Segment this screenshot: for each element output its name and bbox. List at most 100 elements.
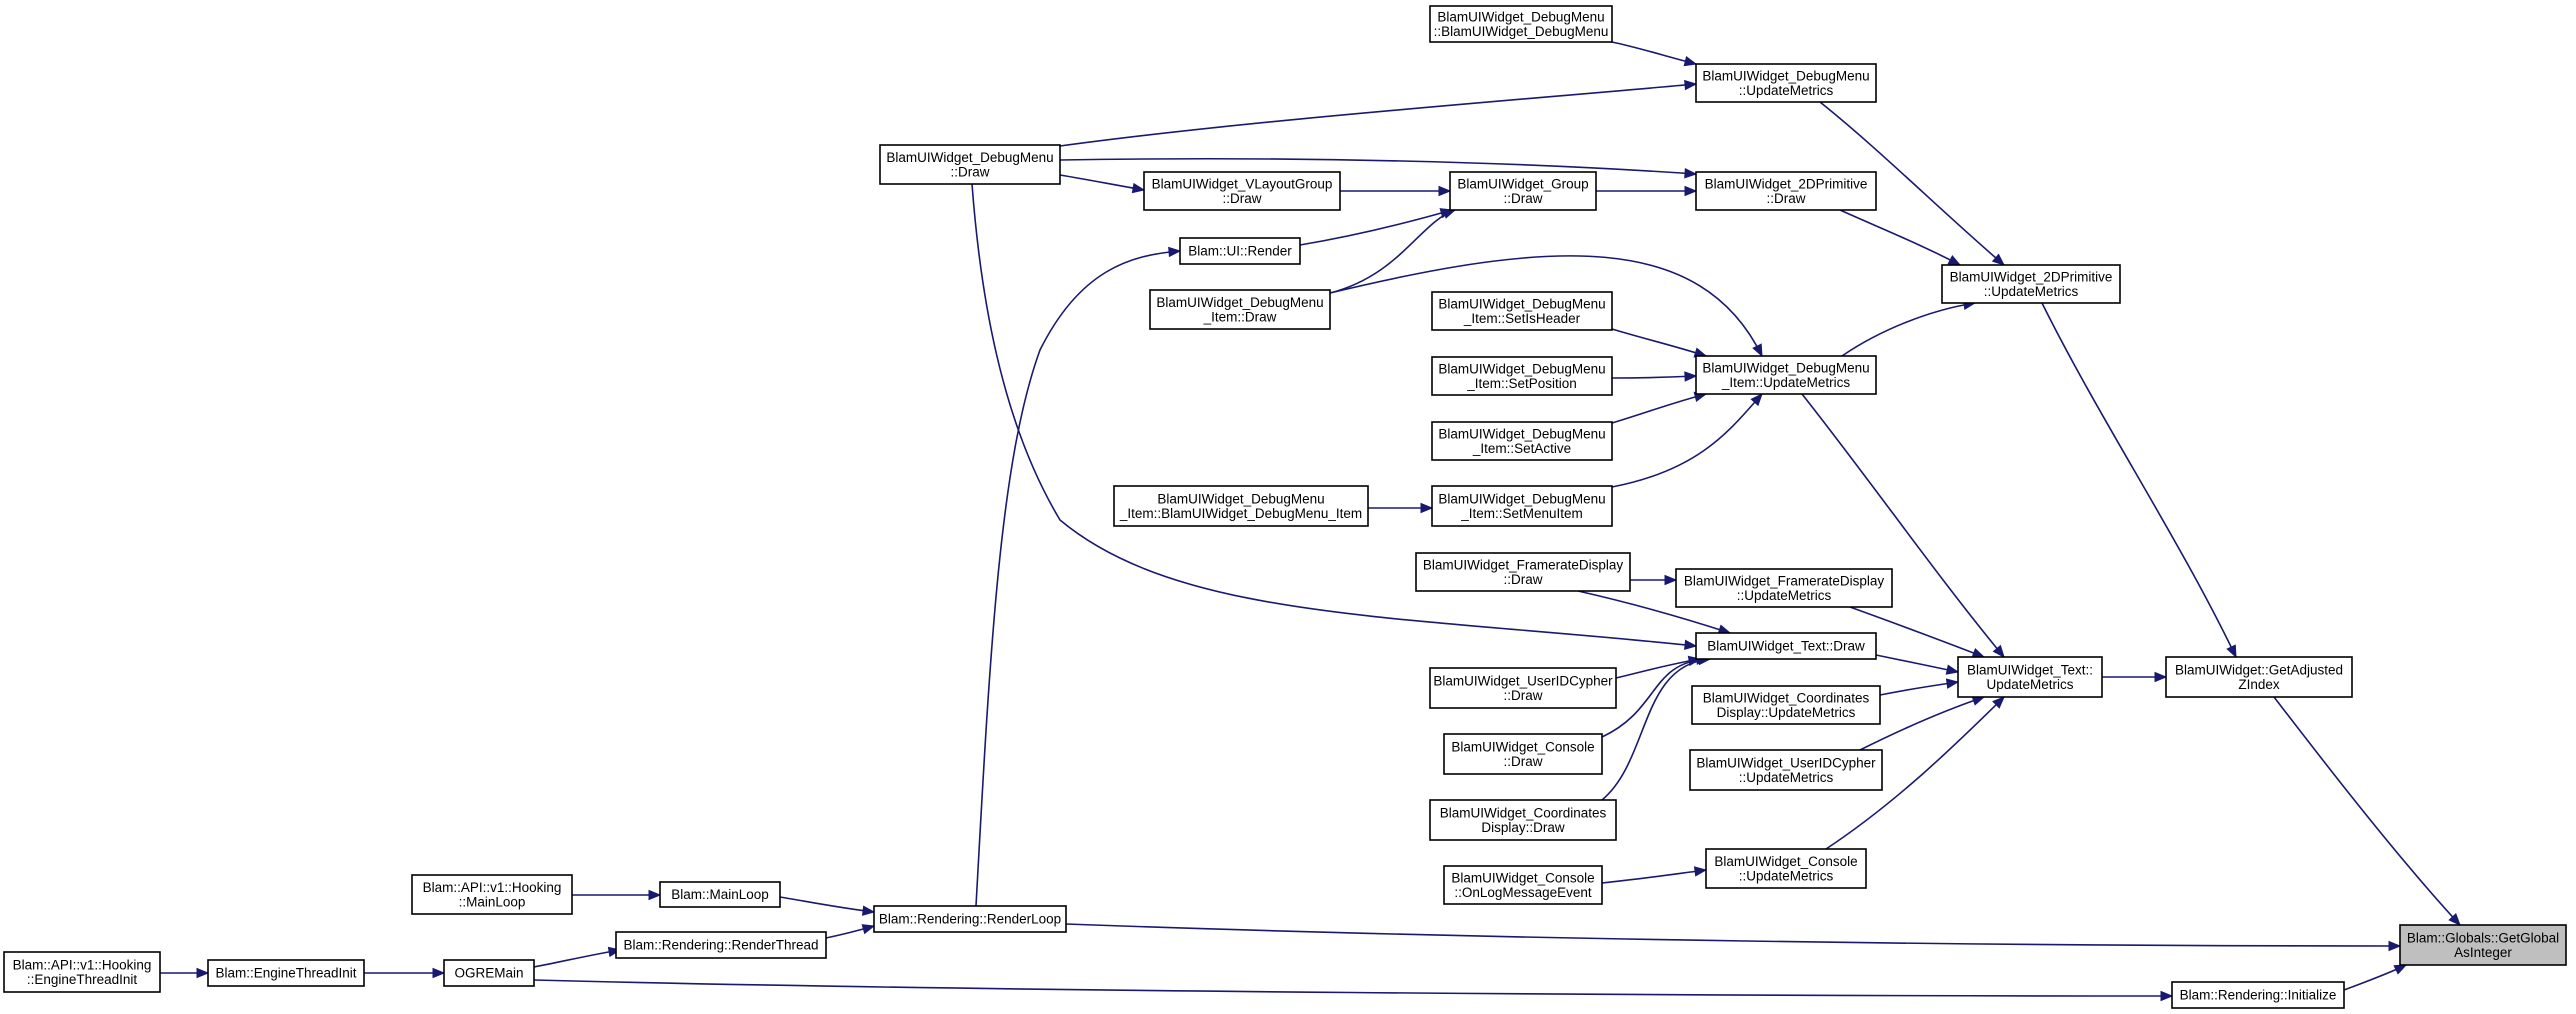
graph-edge-line: [1879, 681, 1959, 696]
graph-edge: [1819, 101, 2006, 266]
graph-node[interactable]: BlamUIWidget_FramerateDisplay::UpdateMet…: [1675, 568, 1893, 608]
graph-node[interactable]: BlamUIWidget_DebugMenu_Item::Draw: [1149, 289, 1331, 330]
graph-node-box[interactable]: [1695, 355, 1877, 395]
graph-node-label: ::Draw: [1766, 191, 1805, 206]
graph-node[interactable]: Blam::Rendering::RenderThread: [615, 931, 827, 959]
graph-node[interactable]: BlamUIWidget_DebugMenu_Item::BlamUIWidge…: [1113, 485, 1369, 527]
graph-edge-arrowhead: [1684, 167, 1698, 179]
graph-node[interactable]: BlamUIWidget_Text::Draw: [1695, 632, 1877, 660]
graph-node[interactable]: BlamUIWidget_2DPrimitive::UpdateMetrics: [1941, 264, 2121, 304]
graph-node-box[interactable]: [1941, 264, 2121, 304]
graph-node-box[interactable]: [1431, 356, 1613, 396]
graph-node[interactable]: BlamUIWidget_Console::OnLogMessageEvent: [1443, 865, 1603, 905]
graph-node[interactable]: Blam::Rendering::RenderLoop: [873, 905, 1067, 933]
graph-node-box[interactable]: [1691, 685, 1881, 725]
graph-node-label: OGREMain: [454, 966, 523, 981]
graph-node-box[interactable]: [873, 905, 1067, 933]
graph-node-box[interactable]: [2171, 981, 2345, 1009]
graph-edge: [533, 946, 622, 968]
graph-edge: [1329, 255, 1763, 358]
graph-node-box[interactable]: [1695, 63, 1877, 103]
graph-node-box[interactable]: [1143, 171, 1341, 211]
graph-node-box[interactable]: [879, 144, 1061, 185]
graph-node[interactable]: BlamUIWidget_DebugMenu::BlamUIWidget_Deb…: [1429, 5, 1613, 43]
graph-node-box[interactable]: [411, 874, 573, 915]
graph-node-box[interactable]: [1179, 237, 1301, 265]
graph-node-label: BlamUIWidget_2DPrimitive: [1705, 176, 1868, 191]
graph-edge-line: [1299, 209, 1453, 246]
graph-node[interactable]: BlamUIWidget_DebugMenu_Item::SetMenuItem: [1431, 485, 1613, 527]
graph-node-box[interactable]: [1957, 656, 2103, 698]
graph-edge-arrowhead: [1438, 185, 1452, 197]
graph-node[interactable]: Blam::API::v1::Hooking::EngineThreadInit: [3, 951, 161, 993]
graph-node-box[interactable]: [443, 959, 535, 987]
graph-node[interactable]: Blam::EngineThreadInit: [207, 959, 365, 987]
graph-edge-line: [1801, 393, 2005, 658]
graph-node-box[interactable]: [1705, 848, 1867, 889]
graph-edge-arrowhead: [1945, 678, 1960, 689]
graph-node[interactable]: OGREMain: [443, 959, 535, 987]
graph-node[interactable]: BlamUIWidget_UserIDCypher::Draw: [1429, 667, 1617, 709]
graph-node[interactable]: BlamUIWidget_DebugMenu_Item::SetActive: [1431, 421, 1613, 461]
graph-node-box[interactable]: [615, 931, 827, 959]
graph-edge-arrowhead: [1684, 371, 1698, 382]
graph-node-box[interactable]: [1449, 171, 1597, 211]
graph-edge: [1825, 696, 2005, 850]
graph-node-box[interactable]: [1695, 171, 1877, 211]
graph-node-box[interactable]: [1149, 289, 1331, 330]
graph-node[interactable]: Blam::UI::Render: [1179, 237, 1301, 265]
graph-node[interactable]: Blam::Rendering::Initialize: [2171, 981, 2345, 1009]
graph-node[interactable]: Blam::API::v1::Hooking::MainLoop: [411, 874, 573, 915]
graph-nodes: BlamUIWidget_DebugMenu::BlamUIWidget_Deb…: [3, 5, 2567, 1009]
graph-node[interactable]: BlamUIWidget_DebugMenu_Item::UpdateMetri…: [1695, 355, 1877, 395]
graph-node-box[interactable]: [1429, 667, 1617, 709]
graph-edge-line: [1059, 174, 1145, 191]
graph-node-box[interactable]: [1431, 485, 1613, 527]
graph-edge-line: [1059, 157, 1697, 175]
graph-node[interactable]: BlamUIWidget_Group::Draw: [1449, 171, 1597, 211]
graph-node[interactable]: BlamUIWidget_UserIDCypher::UpdateMetrics: [1689, 749, 1883, 791]
graph-node[interactable]: BlamUIWidget_DebugMenu_Item::SetIsHeader: [1431, 291, 1613, 331]
graph-node[interactable]: BlamUIWidget_Text::UpdateMetrics: [1957, 656, 2103, 698]
graph-edge-line: [1875, 654, 1959, 673]
graph-node-box[interactable]: [1443, 733, 1603, 775]
graph-node-box[interactable]: [1415, 552, 1631, 592]
graph-node[interactable]: Blam::MainLoop: [659, 881, 781, 908]
graph-node[interactable]: BlamUIWidget_DebugMenu::UpdateMetrics: [1695, 63, 1877, 103]
graph-node[interactable]: BlamUIWidget_DebugMenu_Item::SetPosition: [1431, 356, 1613, 396]
graph-node-label: Blam::API::v1::Hooking: [423, 880, 562, 895]
graph-node-box[interactable]: [1443, 865, 1603, 905]
graph-node-box[interactable]: [1431, 421, 1613, 461]
graph-node-label: UpdateMetrics: [1986, 677, 2073, 692]
graph-node-box[interactable]: [1675, 568, 1893, 608]
graph-node-label: BlamUIWidget_DebugMenu: [1437, 9, 1604, 24]
graph-node-label: ::Draw: [950, 164, 989, 179]
graph-node-label: Blam::Globals::GetGlobal: [2407, 930, 2559, 945]
graph-node-box[interactable]: [1429, 5, 1613, 43]
graph-edge-line: [971, 183, 1697, 647]
graph-node-box[interactable]: [207, 959, 365, 987]
graph-node[interactable]: BlamUIWidget_Console::UpdateMetrics: [1705, 848, 1867, 889]
graph-node-box[interactable]: [1113, 485, 1369, 527]
graph-node[interactable]: BlamUIWidget_Console::Draw: [1443, 733, 1603, 775]
graph-edge-line: [1611, 41, 1697, 65]
graph-node[interactable]: BlamUIWidget_FramerateDisplay::Draw: [1415, 552, 1631, 592]
graph-node[interactable]: BlamUIWidget_DebugMenu::Draw: [879, 144, 1061, 185]
graph-node-box[interactable]: [1429, 799, 1617, 841]
graph-node-box[interactable]: [3, 951, 161, 993]
graph-edge-arrowhead: [1693, 866, 1708, 877]
graph-node-box[interactable]: [659, 881, 781, 908]
graph-node-box[interactable]: [2399, 924, 2567, 966]
graph-edge-line: [1841, 302, 1976, 357]
graph-node-box[interactable]: [1689, 749, 1883, 791]
graph-node[interactable]: BlamUIWidget_2DPrimitive::Draw: [1695, 171, 1877, 211]
graph-node[interactable]: BlamUIWidget_CoordinatesDisplay::UpdateM…: [1691, 685, 1881, 725]
graph-node-box[interactable]: [2165, 656, 2353, 698]
graph-node-label: BlamUIWidget_DebugMenu: [886, 150, 1053, 165]
graph-node-box[interactable]: [1695, 632, 1877, 660]
graph-node-box[interactable]: [1431, 291, 1613, 331]
graph-node[interactable]: BlamUIWidget_VLayoutGroup::Draw: [1143, 171, 1341, 211]
